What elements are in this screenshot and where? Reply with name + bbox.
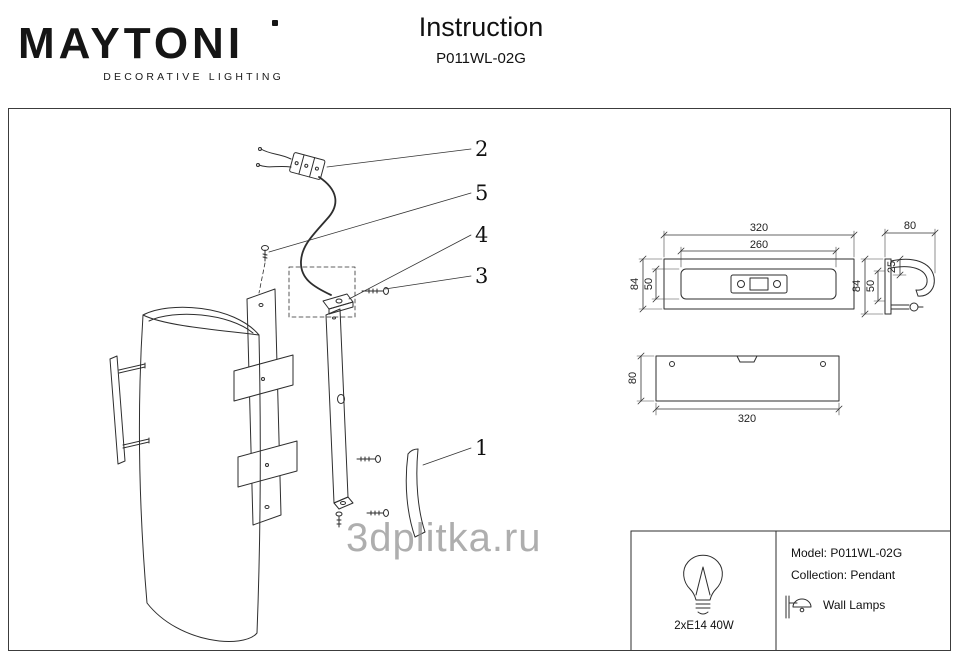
exploded-view: 2 5 4 3 1 [109,137,488,642]
part-number-4: 4 [475,223,488,247]
alignment-dashed-box [288,266,356,318]
brand-tagline: DECORATIVE LIGHTING [103,71,284,83]
leader-lines [268,148,472,466]
side-bracket-left [109,355,150,465]
screw-part-3 [361,287,389,295]
wall-lamp-icon [785,595,812,619]
brand-logo: MAYTONI DECORATIVE LIGHTING [18,12,284,83]
dimension-plan-view: 320 260 84 50 [629,222,858,313]
power-connector [256,147,337,296]
mounting-bracket-part-4 [322,293,354,315]
part-number-2: 2 [475,137,488,161]
bulb-spec: 2xE14 40W [674,620,734,632]
screw-part-5 [258,245,269,294]
dim-plan-width: 320 [750,222,768,234]
technical-drawing: 2 5 4 3 1 320 260 [109,137,950,650]
dim-front-height: 80 [627,372,639,384]
document-title: Instruction [418,12,544,42]
part-number-5: 5 [475,181,488,205]
dimension-side-view: 80 25 84 50 [851,220,939,318]
spec-category: Wall Lamps [823,598,886,612]
dimension-front-view: 80 320 [627,352,843,425]
spec-collection-line: Collection: Pendant [791,568,895,582]
drawing-area: 2 5 4 3 1 320 260 [8,108,951,651]
watermark: 3dplitka.ru [346,516,542,560]
spec-collection-label: Collection: [791,568,848,582]
back-plate [233,288,298,526]
logo-dot-icon [272,20,278,26]
glass-shade-left [139,306,261,642]
glass-shade-right-part-1 [356,448,426,538]
part-number-1: 1 [475,436,488,460]
dim-side-inner-height: 50 [865,280,877,292]
spec-collection-value: Pendant [850,568,896,582]
dim-side-depth: 80 [904,220,916,232]
mounting-strip [325,308,354,528]
document-model-number: P011WL-02G [436,50,526,67]
dim-front-width: 320 [738,413,756,425]
spec-box-frame [630,530,950,650]
spec-model-value: P011WL-02G [830,546,903,560]
document-title-block: Instruction P011WL-02G [331,12,631,67]
dim-plan-inner-depth: 50 [643,278,655,290]
dim-side-offset: 25 [886,261,898,273]
dim-plan-depth: 84 [629,278,641,290]
spec-model-label: Model: [791,546,828,560]
dim-side-height: 84 [851,280,863,292]
dim-plan-inner-width: 260 [750,239,768,251]
bulb-icon [683,554,723,615]
part-number-3: 3 [475,264,488,288]
spec-model-line: Model: P011WL-02G [791,546,902,560]
brand-name: MAYTONI [18,19,245,68]
